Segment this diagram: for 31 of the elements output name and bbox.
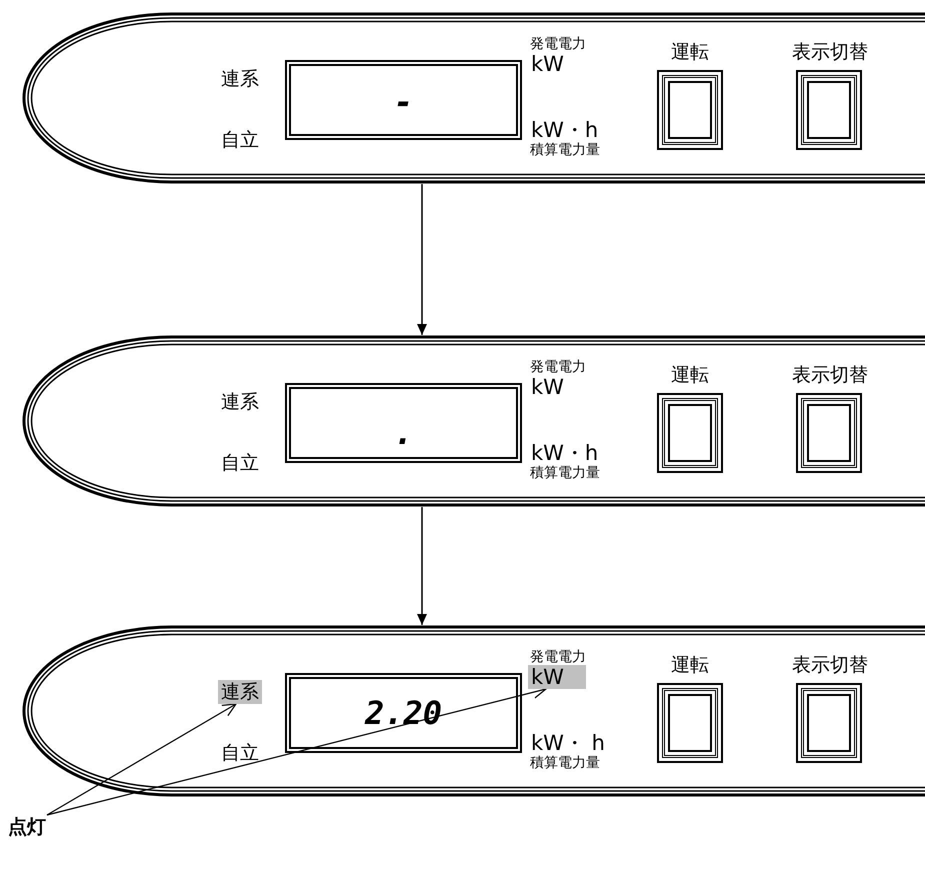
unit-label: kW・h — [530, 118, 600, 142]
unit-caption: 発電電力 — [529, 36, 587, 52]
unit-caption: 積算電力量 — [529, 465, 601, 481]
arrow — [417, 507, 427, 625]
push-button: 表示切替 — [770, 40, 890, 150]
arrow — [417, 184, 427, 335]
unit-label: kW — [530, 52, 565, 76]
unit-label: kW — [528, 665, 586, 689]
unit-caption: 発電電力 — [529, 359, 587, 375]
indicator-label: 連系 — [218, 390, 262, 414]
panel — [22, 625, 925, 797]
panel — [22, 335, 925, 507]
unit-caption: 積算電力量 — [529, 142, 601, 158]
push-button: 表示切替 — [770, 363, 890, 473]
push-button: 表示切替 — [770, 653, 890, 763]
display-window: . — [285, 383, 522, 463]
display-window: - — [285, 60, 522, 140]
indicator-label: 連系 — [218, 67, 262, 91]
unit-label: kW・h — [530, 441, 600, 465]
unit-label: kW — [530, 375, 565, 399]
note-label: 点灯 — [8, 815, 46, 839]
leader-line — [46, 703, 237, 816]
indicator-label: 連系 — [218, 680, 262, 704]
indicator-label: 自立 — [218, 128, 262, 152]
unit-caption: 積算電力量 — [529, 755, 601, 771]
unit-caption: 発電電力 — [529, 649, 587, 665]
panel — [22, 12, 925, 184]
indicator-label: 自立 — [218, 451, 262, 475]
display-window: 2.20 — [285, 673, 522, 753]
unit-label: kW・ h — [530, 731, 606, 755]
indicator-label: 自立 — [218, 741, 262, 765]
